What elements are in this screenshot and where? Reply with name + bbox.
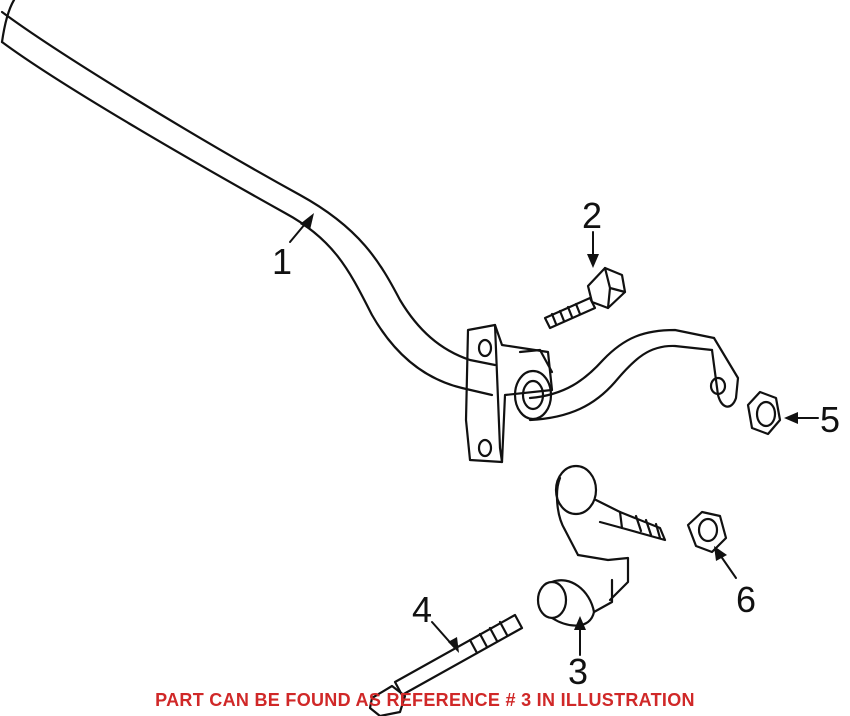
link-bolt bbox=[368, 613, 524, 716]
stabilizer-bar bbox=[0, 0, 740, 422]
callout-part-4: 4 bbox=[412, 589, 433, 630]
bushing-bolt bbox=[543, 266, 627, 330]
callout-part-5: 5 bbox=[820, 399, 841, 440]
stabilizer-link bbox=[536, 464, 667, 627]
stabilizer-bushing bbox=[464, 323, 554, 464]
callout-part-2: 2 bbox=[582, 195, 603, 236]
nut-6 bbox=[686, 510, 728, 554]
callout-part-6: 6 bbox=[736, 579, 757, 620]
footer-note: PART CAN BE FOUND AS REFERENCE # 3 IN IL… bbox=[155, 690, 695, 710]
callout-part-3: 3 bbox=[568, 651, 589, 692]
leader-arrowheads bbox=[300, 213, 798, 653]
nut-5 bbox=[746, 390, 782, 436]
callout-part-1: 1 bbox=[272, 241, 293, 282]
